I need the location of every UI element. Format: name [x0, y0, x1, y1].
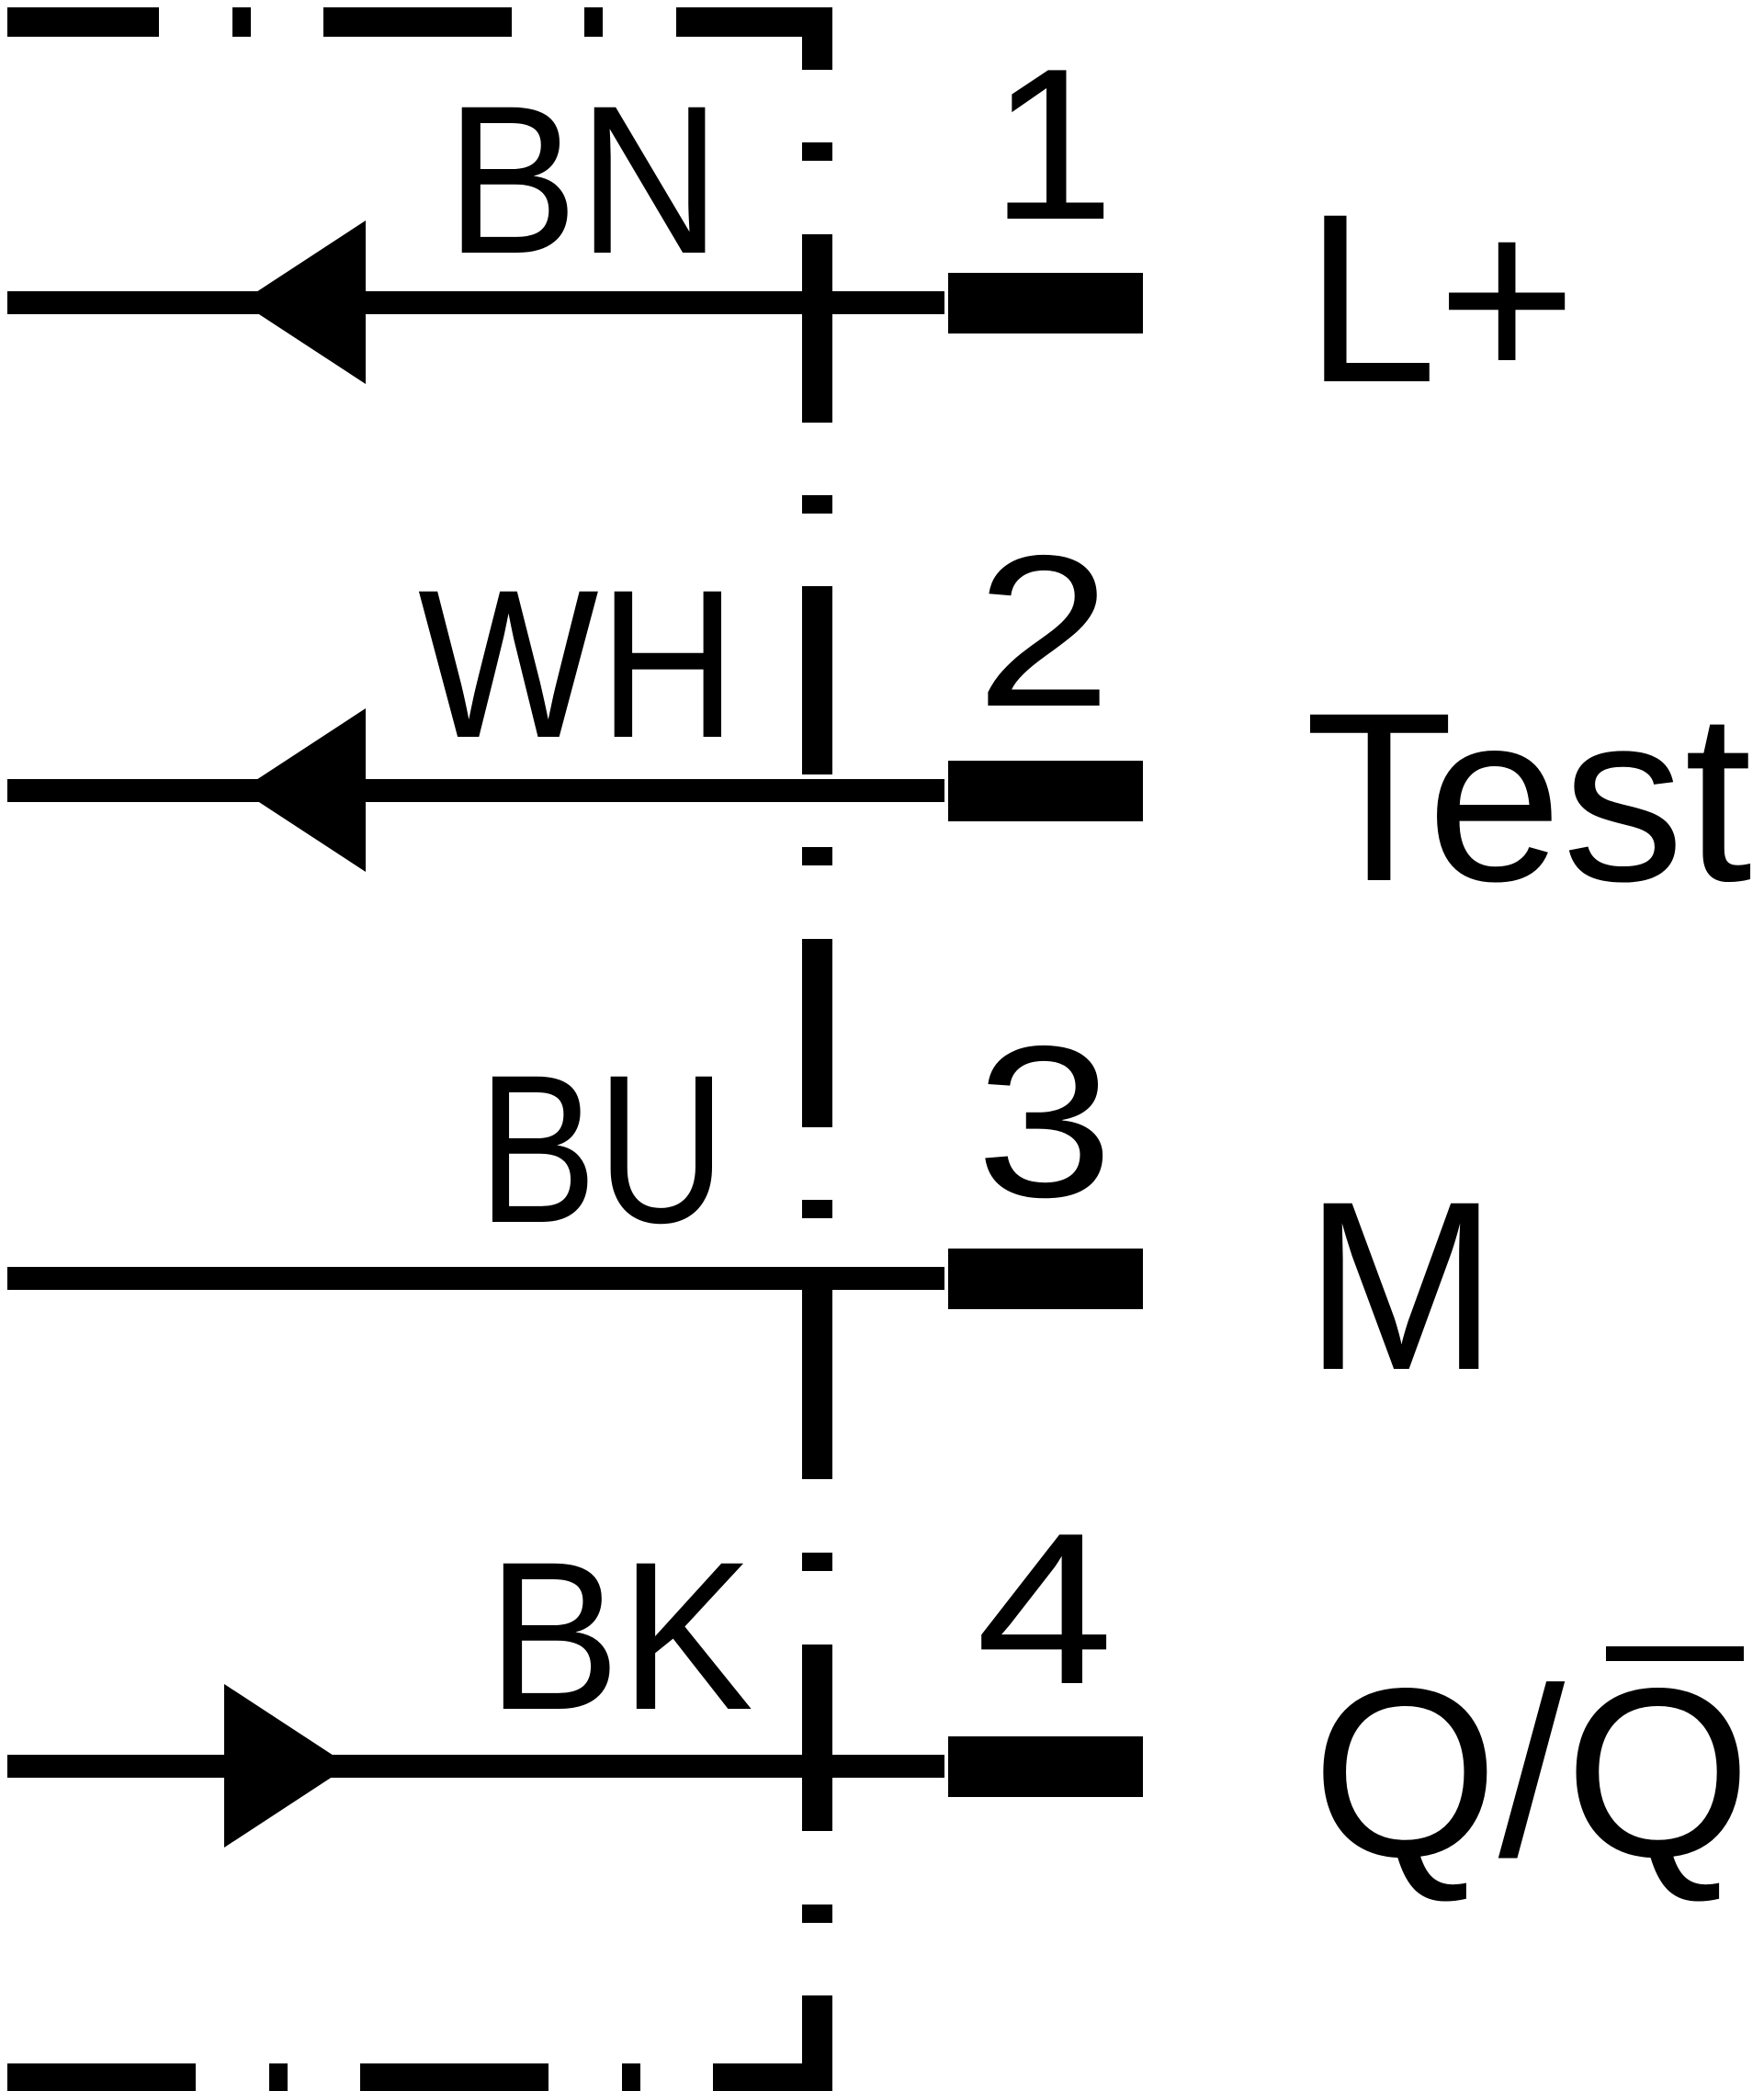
signal-label: Q/Q: [1312, 1638, 1751, 1907]
pin-row-2: WH 2 Test: [7, 510, 1753, 932]
terminal-bar: [948, 761, 1143, 821]
pin-row-4: BK 4 Q/Q: [7, 1487, 1751, 1907]
terminal-bar: [948, 1736, 1143, 1797]
wire-line: [7, 1267, 944, 1290]
signal-q: Q: [1312, 1638, 1498, 1907]
arrow-left-icon: [241, 708, 366, 872]
pin-number: 2: [976, 510, 1112, 752]
wire-color-label: BN: [446, 62, 721, 298]
pin-number: 4: [976, 1487, 1114, 1729]
signal-label: L+: [1305, 164, 1577, 433]
pin-row-1: BN 1 L+: [7, 23, 1577, 433]
wire-color-label: BK: [487, 1518, 753, 1754]
pin-number: 3: [976, 1000, 1114, 1242]
pin-number: 1: [990, 23, 1114, 265]
housing-boundary: [7, 7, 832, 2091]
signal-q-bar: Q: [1565, 1638, 1751, 1907]
terminal-bar: [948, 1249, 1143, 1309]
wire-color-label: BU: [478, 1031, 726, 1267]
overline-mark: [1606, 1646, 1744, 1661]
pin-row-3: BU 3 M: [7, 1000, 1498, 1420]
wire-color-label: WH: [418, 546, 737, 782]
terminal-bar: [948, 273, 1143, 333]
signal-label: Test: [1305, 662, 1753, 932]
arrow-right-icon: [224, 1684, 349, 1848]
signal-slash: /: [1498, 1638, 1566, 1907]
wire-line: [7, 1755, 944, 1778]
wire-line: [7, 291, 944, 314]
wire-line: [7, 779, 944, 802]
arrow-left-icon: [241, 220, 366, 384]
signal-label: M: [1305, 1151, 1498, 1420]
